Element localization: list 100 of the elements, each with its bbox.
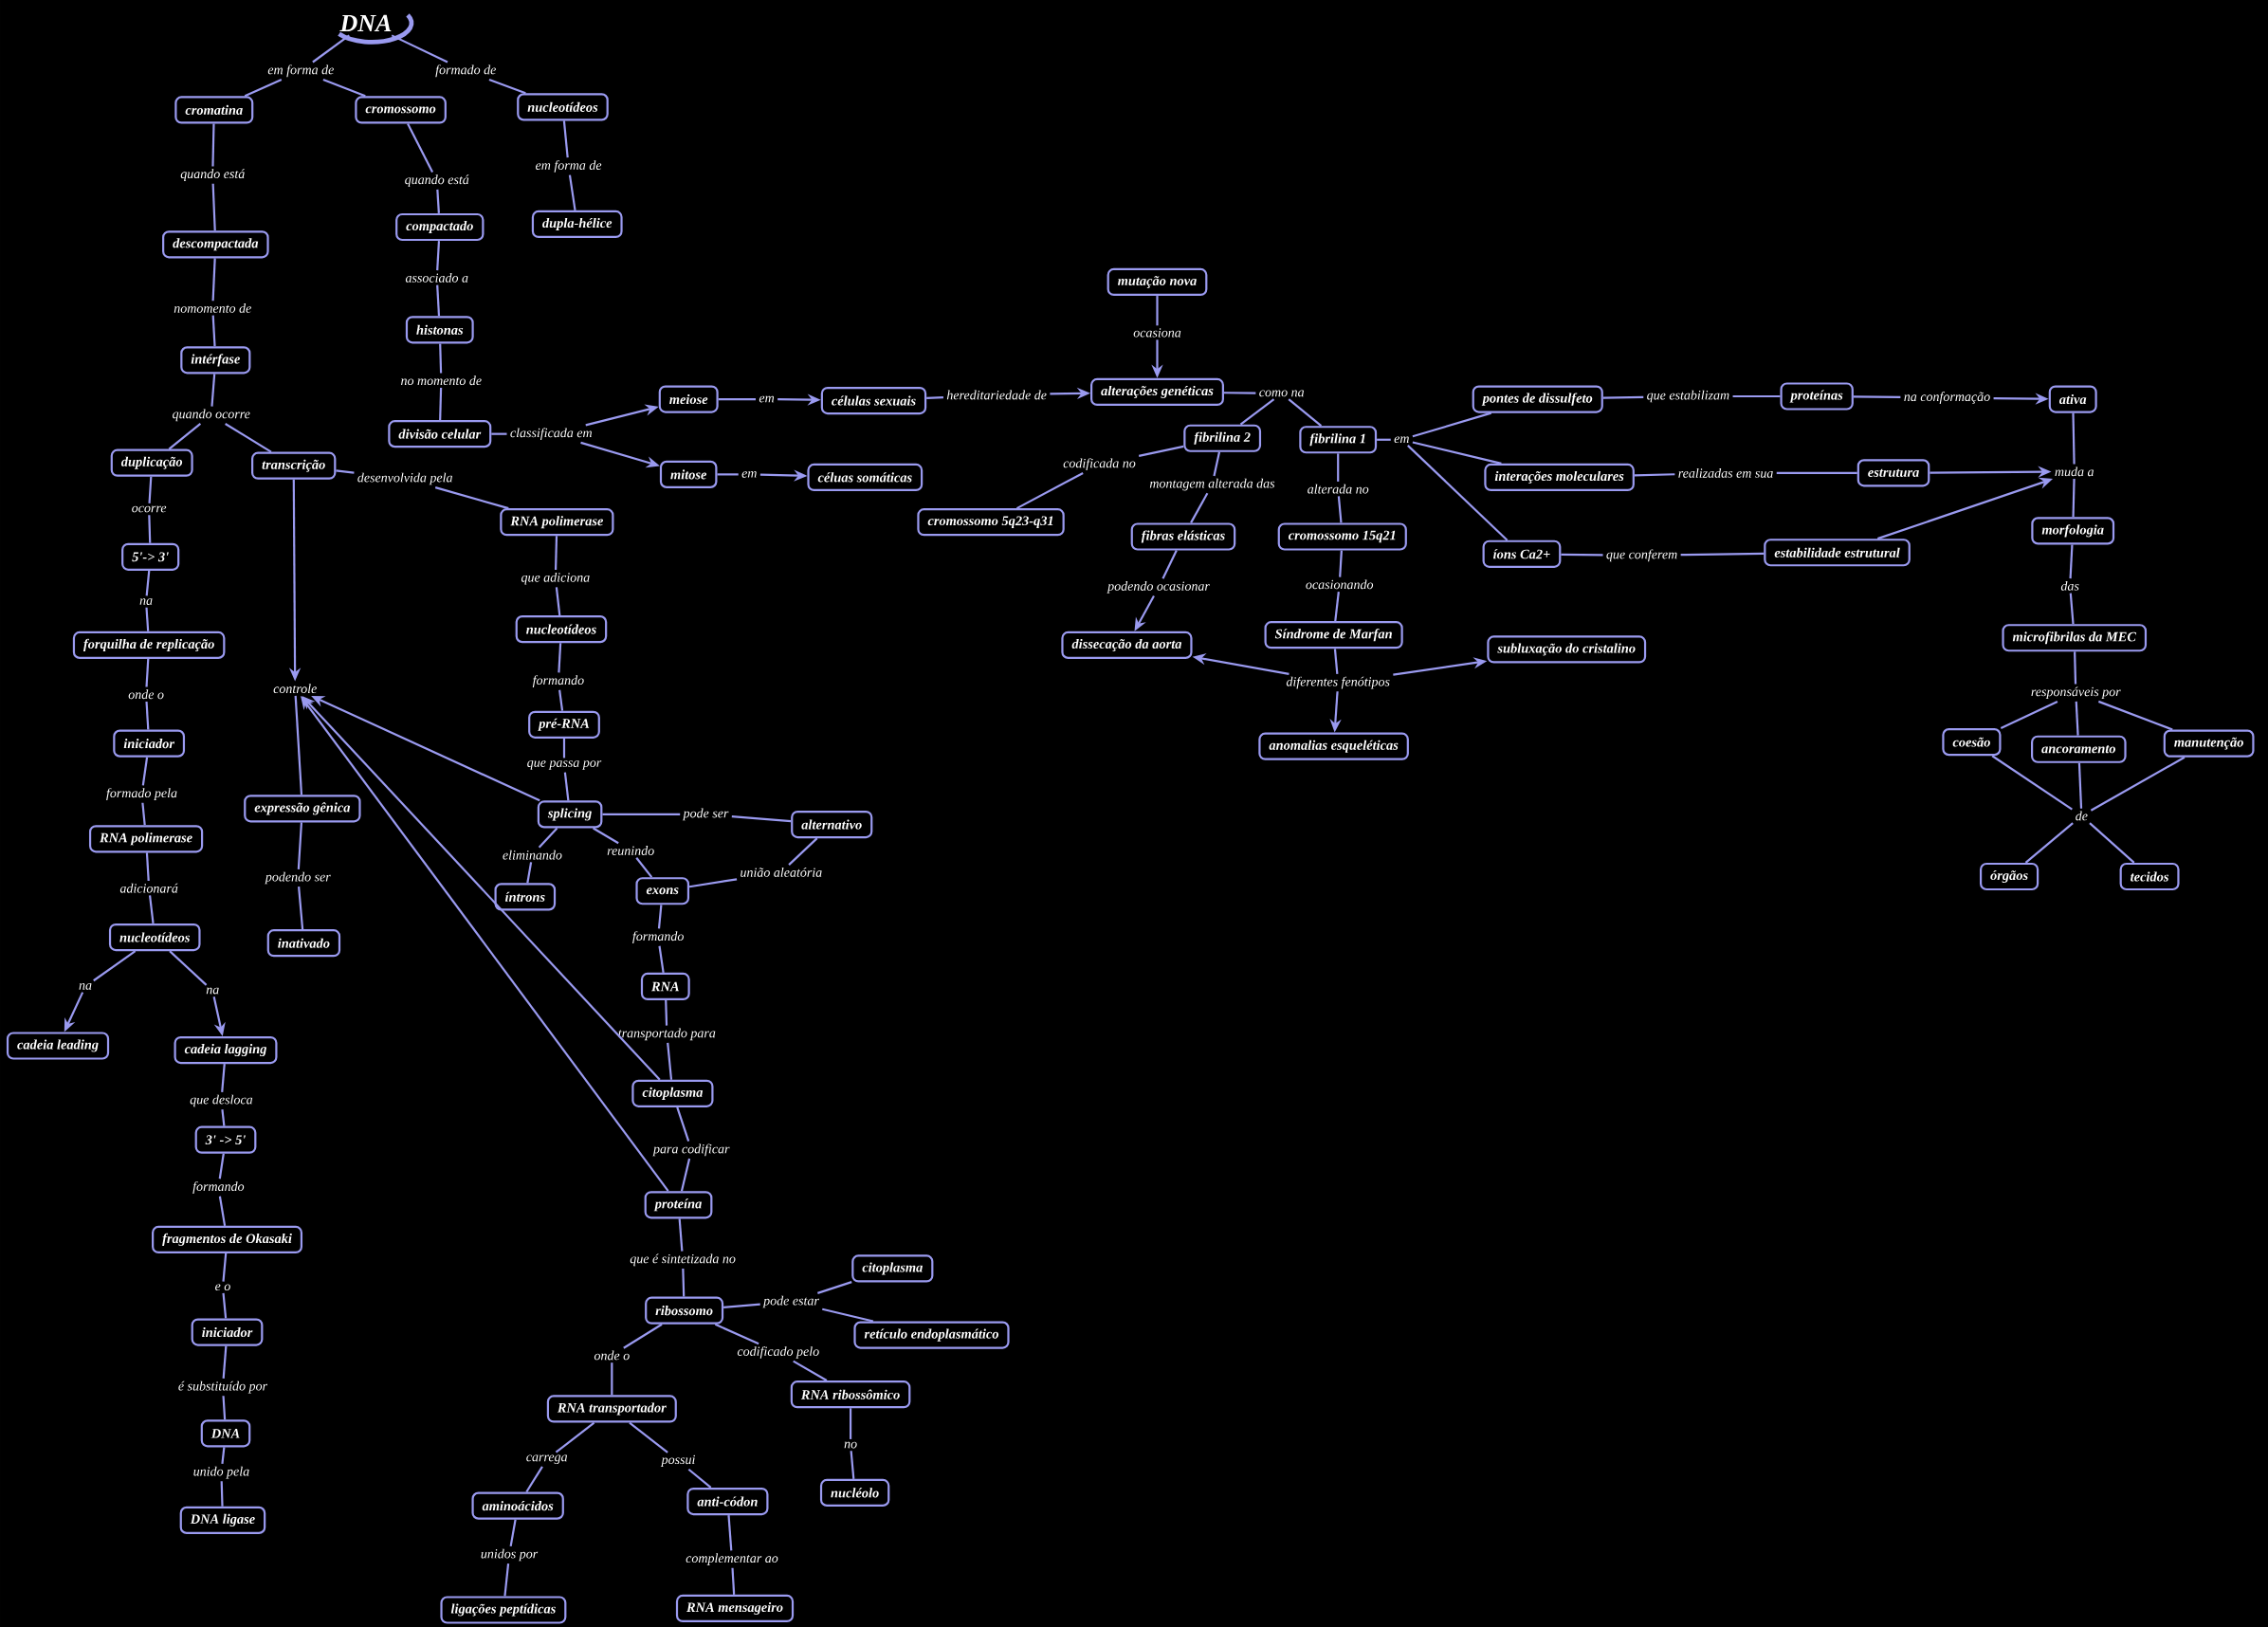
connector-line xyxy=(676,1106,690,1142)
concept-box: RNA transportador xyxy=(546,1395,677,1423)
connector-line xyxy=(2074,651,2077,685)
concept-box: nucléolo xyxy=(819,1478,890,1507)
connector-line xyxy=(687,1468,712,1489)
concept-box: splicing xyxy=(537,800,603,829)
linking-phrase: ocorre xyxy=(128,503,170,515)
linking-phrase: podendo ser xyxy=(262,869,334,887)
connector-line xyxy=(2072,412,2076,465)
concept-box: dupla-hélice xyxy=(531,210,623,239)
connector-line xyxy=(727,1515,733,1551)
connector-line xyxy=(717,473,739,476)
concept-box: pontes de dissulfeto xyxy=(1472,385,1603,413)
connector-line xyxy=(503,1563,510,1597)
connector-line xyxy=(731,815,792,823)
connector-line xyxy=(558,689,564,711)
connector-line xyxy=(526,862,533,884)
connector-line xyxy=(602,813,681,815)
connector-line xyxy=(244,78,283,98)
connector-line xyxy=(1239,398,1275,426)
linking-phrase: que é sintetizada no xyxy=(627,1252,739,1269)
connector-line xyxy=(1732,394,1781,398)
connector-line xyxy=(680,1158,691,1192)
concept-box: estabilidade estrutural xyxy=(1764,539,1911,567)
connector-line xyxy=(1412,411,1492,438)
connector-line xyxy=(436,241,441,271)
connector-line xyxy=(2069,593,2075,625)
connector-line xyxy=(568,174,576,210)
concept-box: fibrilina 2 xyxy=(1183,424,1262,452)
concept-box: RNA polimerase xyxy=(500,508,614,537)
connector-line xyxy=(222,1252,228,1282)
linking-phrase: pode ser xyxy=(680,806,732,823)
connector-line xyxy=(1337,496,1343,523)
connector-line xyxy=(562,120,569,158)
connector-line xyxy=(294,695,303,795)
connector-line xyxy=(1161,550,1178,579)
connector-line xyxy=(555,587,561,616)
connector-line xyxy=(407,123,434,173)
concept-box: interações moleculares xyxy=(1484,463,1635,491)
linking-phrase: que conferem xyxy=(1602,547,1681,564)
concept-box: microfibrilas da MEC xyxy=(2002,624,2148,652)
linking-phrase: hereditariedade de xyxy=(943,388,1050,402)
concept-box: iniciador xyxy=(191,1318,264,1346)
concept-box: células sexuais xyxy=(820,386,927,415)
concept-box: anti-códon xyxy=(686,1487,769,1516)
connector-line xyxy=(718,397,756,401)
concept-box: divisão celular xyxy=(388,420,492,448)
concept-box: 3' -> 5' xyxy=(194,1125,257,1154)
concept-box: cromossomo 15q21 xyxy=(1277,522,1407,551)
connector-line xyxy=(688,878,738,888)
concept-box: cadeia leading xyxy=(6,1032,110,1060)
connector-line xyxy=(850,1451,855,1479)
connector-line xyxy=(141,802,146,826)
concept-box: céluas somáticas xyxy=(807,463,924,491)
connector-line xyxy=(822,1307,874,1323)
connector-line xyxy=(525,1466,543,1493)
concept-box: tecidos xyxy=(2119,862,2180,891)
connector-line xyxy=(1138,445,1184,457)
concept-box: citoplasma xyxy=(851,1254,934,1283)
connector-line xyxy=(312,34,350,64)
concept-box: alterações genéticas xyxy=(1090,377,1224,406)
concept-box: morfologia xyxy=(2031,517,2115,545)
linking-phrase: carrega xyxy=(522,1453,571,1467)
connector-line xyxy=(682,1268,686,1297)
connector-line xyxy=(678,1218,684,1252)
concept-box: expressão gênica xyxy=(244,795,361,823)
connector-line xyxy=(623,1323,663,1349)
concept-box: RNA ribossômico xyxy=(790,1380,911,1409)
connector-line xyxy=(658,945,665,973)
connector-line xyxy=(2072,479,2076,518)
connector-line xyxy=(1288,398,1323,427)
linking-phrase: unido pela xyxy=(190,1464,253,1481)
connector-line xyxy=(2075,701,2079,736)
connector-line xyxy=(562,738,566,759)
connector-line xyxy=(439,343,443,374)
connector-line xyxy=(491,432,507,435)
connector-line xyxy=(1991,755,2073,811)
connector-line xyxy=(817,1281,852,1294)
concept-box: descompactada xyxy=(162,230,269,259)
connector-line xyxy=(211,183,216,231)
linking-phrase: diferentes fenótipos xyxy=(1283,674,1393,691)
connector-line xyxy=(145,570,151,596)
connector-line xyxy=(1337,453,1340,482)
connector-line xyxy=(210,374,216,407)
connector-line xyxy=(665,1000,668,1026)
connector-line xyxy=(2077,762,2083,809)
concept-box: íntrons xyxy=(494,883,557,911)
concept-box: RNA polimerase xyxy=(89,825,204,853)
connector-line xyxy=(336,469,355,474)
concept-box: RNA xyxy=(640,972,690,1001)
linking-phrase: na xyxy=(203,985,223,996)
connector-line xyxy=(667,1042,673,1080)
connector-line xyxy=(714,1323,759,1345)
connector-line xyxy=(926,396,943,400)
concept-box: aminoácidos xyxy=(471,1491,564,1520)
connector-line xyxy=(148,895,155,924)
concept-box: DNA xyxy=(200,1419,251,1448)
concept-box: histonas xyxy=(405,316,474,344)
concept-box: RNA mensageiro xyxy=(675,1594,795,1623)
concept-box: fibrilina 1 xyxy=(1299,426,1378,454)
